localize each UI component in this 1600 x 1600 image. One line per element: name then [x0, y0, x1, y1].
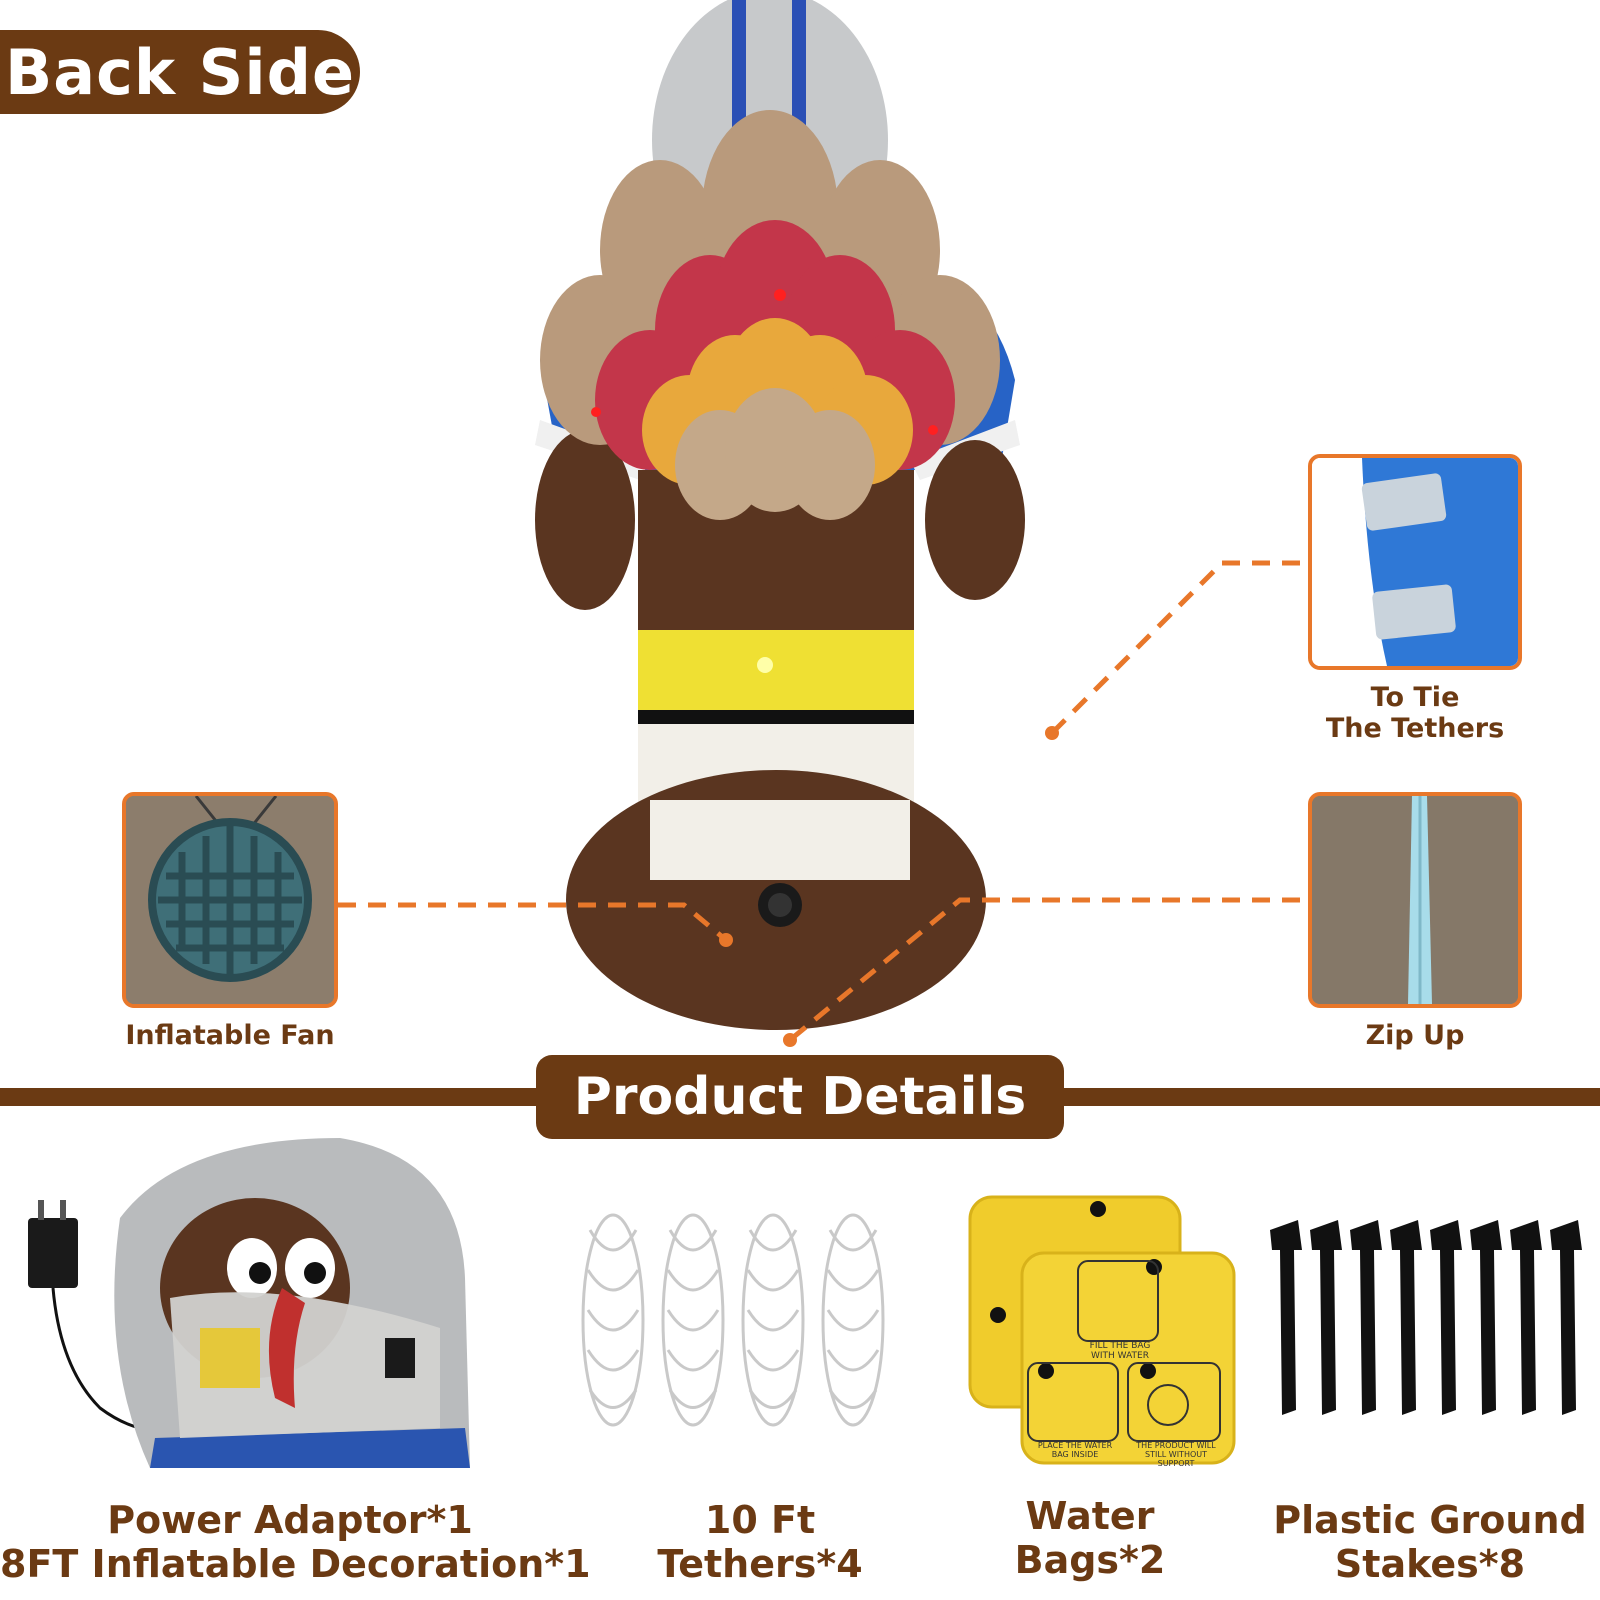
stake-3	[1350, 1220, 1382, 1415]
zip-thumbnail	[1308, 792, 1522, 1008]
zipper-icon	[1312, 796, 1518, 1004]
fan-thumbnail	[122, 792, 338, 1008]
stake-4	[1390, 1220, 1422, 1415]
item-label-water-bags-line2: Bags*2	[1014, 1538, 1166, 1582]
tethers-image	[581, 1213, 885, 1427]
item-label-water-bags: Water Bags*2	[980, 1494, 1200, 1582]
water-bag-step1-text: FILL THE BAG WITH WATER	[1089, 1341, 1151, 1361]
product-details-label: Product Details	[573, 1067, 1027, 1127]
item-label-adaptor-line1: Power Adaptor*1	[107, 1498, 473, 1542]
item-label-tethers-line2: Tethers*4	[657, 1542, 863, 1586]
power-adaptor-and-inflatable-image	[28, 1138, 471, 1468]
item-label-stakes: Plastic Ground Stakes*8	[1270, 1498, 1590, 1586]
tether-coil-2	[661, 1213, 725, 1427]
folded-inflatable-icon	[114, 1138, 471, 1468]
fan-label: Inflatable Fan	[125, 1020, 335, 1051]
stake-1	[1270, 1220, 1302, 1415]
stake-7	[1510, 1220, 1542, 1415]
back-side-badge: Back Side	[0, 30, 360, 114]
tether-label-line1: To Tie	[1370, 682, 1460, 713]
water-bag-step2-text: PLACE THE WATER BAG INSIDE	[1037, 1441, 1113, 1459]
tether-callout-dot	[1045, 726, 1059, 740]
back-side-label: Back Side	[5, 35, 355, 109]
tether-label-line2: The Tethers	[1325, 713, 1505, 744]
power-adaptor-icon	[28, 1200, 141, 1430]
tether-coil-4	[821, 1213, 885, 1427]
item-label-stakes-line2: Stakes*8	[1334, 1542, 1526, 1586]
item-label-stakes-line1: Plastic Ground	[1273, 1498, 1587, 1542]
item-label-adaptor-line2: 8FT Inflatable Decoration*1	[0, 1542, 591, 1586]
zip-label: Zip Up	[1365, 1020, 1465, 1051]
product-details-badge: Product Details	[536, 1055, 1064, 1139]
item-label-water-bags-line1: Water	[1025, 1494, 1155, 1538]
tether-coil-1	[581, 1213, 645, 1427]
tether-loops-icon	[1312, 458, 1518, 666]
stake-2	[1310, 1220, 1342, 1415]
stake-6	[1470, 1220, 1502, 1415]
tether-coil-3	[741, 1213, 805, 1427]
zip-callout-dot	[783, 1033, 797, 1047]
water-bag-icon	[968, 1195, 1236, 1465]
stake-8	[1550, 1220, 1582, 1415]
inflatable-turkey-back-illustration	[535, 0, 1025, 1030]
water-bags-image: FILL THE BAG WITH WATER PLACE THE WATER …	[968, 1195, 1236, 1468]
item-label-tethers: 10 Ft Tethers*4	[640, 1498, 880, 1586]
water-bag-step3-text: THE PRODUCT WILL STILL WITHOUT SUPPORT	[1136, 1441, 1216, 1468]
item-label-adaptor: Power Adaptor*1 8FT Inflatable Decoratio…	[0, 1498, 591, 1586]
fan-callout-dot	[719, 933, 733, 947]
item-label-tethers-line1: 10 Ft	[704, 1498, 816, 1542]
fan-grille-icon	[126, 796, 334, 1004]
stake-5	[1430, 1220, 1462, 1415]
callout-connectors	[338, 560, 1300, 1047]
ground-stakes-image	[1270, 1220, 1582, 1415]
tether-label: To Tie The Tethers	[1280, 682, 1550, 744]
tether-loops-thumbnail	[1308, 454, 1522, 670]
